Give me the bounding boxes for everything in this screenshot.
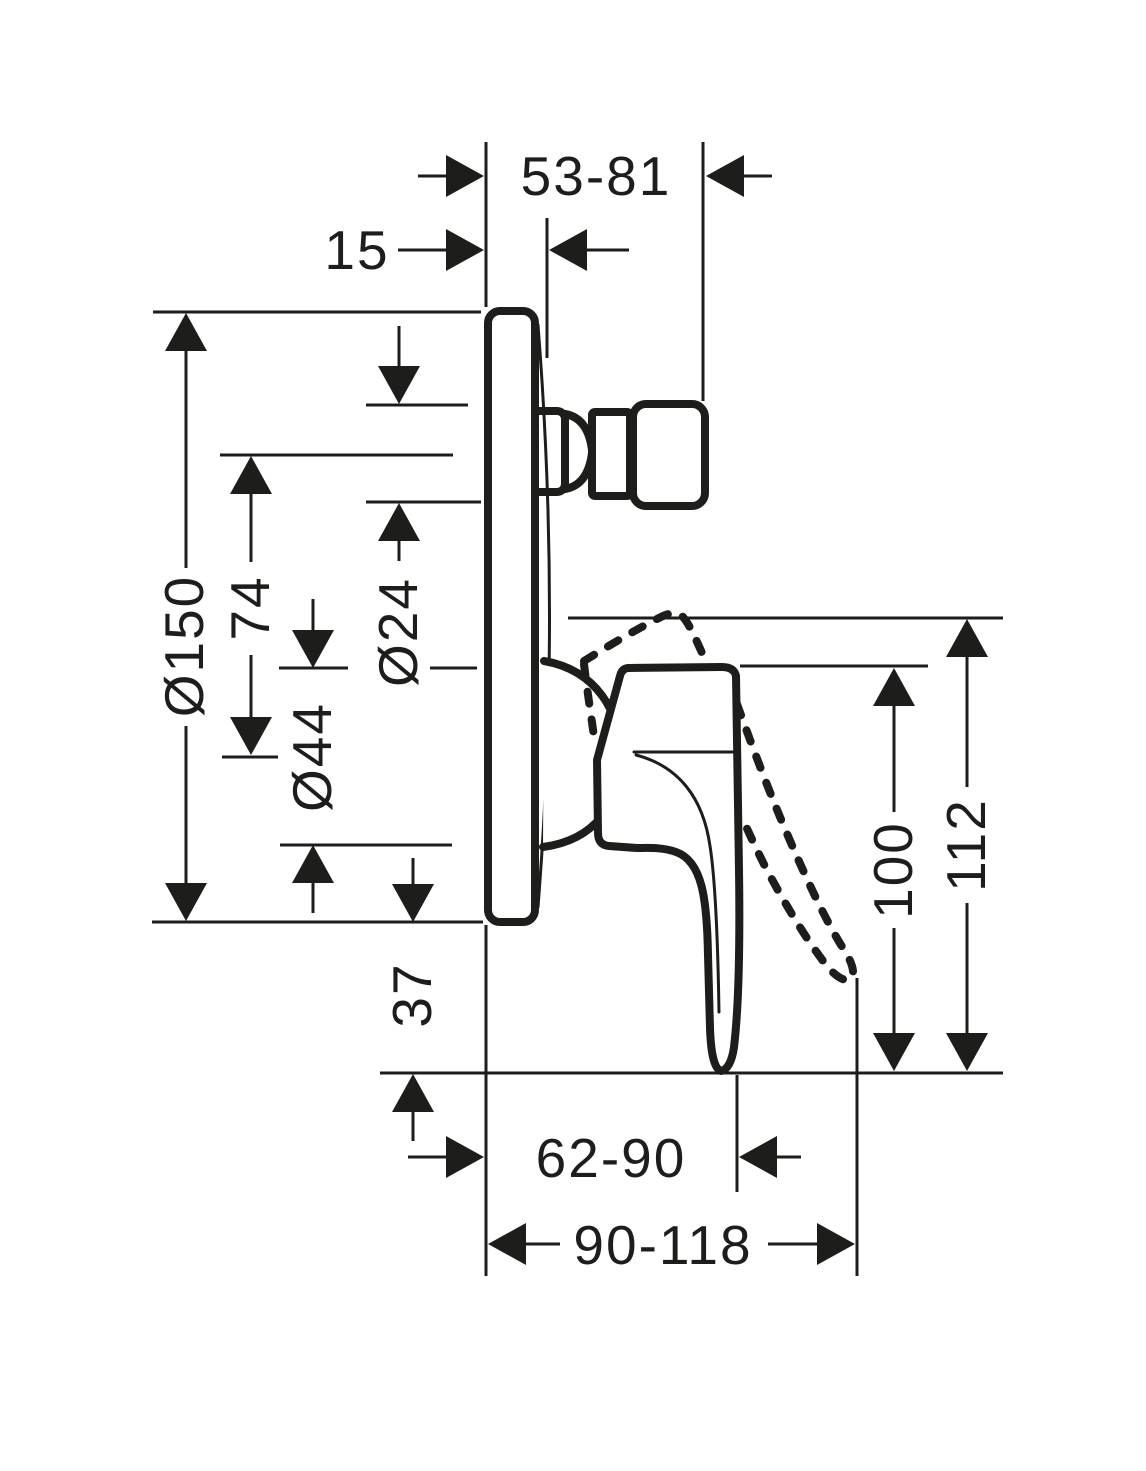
- arrowhead-left: [706, 155, 744, 197]
- dimension-15: 15: [324, 219, 629, 281]
- arrowhead-up: [165, 313, 207, 351]
- arrowhead-up: [392, 1074, 434, 1112]
- dimension-100: 100: [862, 668, 924, 1071]
- dim-label-74: 74: [219, 575, 281, 640]
- arrowhead-right: [446, 1136, 484, 1178]
- arrowhead-up: [873, 668, 915, 706]
- mixer-body: [484, 307, 857, 1075]
- arrowhead-left: [488, 1223, 526, 1265]
- dimension-53-81: 53-81: [418, 145, 772, 207]
- dim-label-53-81: 53-81: [521, 145, 672, 207]
- knob-neck: [561, 410, 596, 493]
- arrowhead-down: [230, 717, 272, 755]
- arrowhead-down: [392, 884, 434, 922]
- dimension-150: Ø150: [153, 313, 215, 921]
- handle-spout-curve: [634, 753, 721, 1014]
- arrowhead-down: [378, 366, 420, 404]
- dim-label-150: Ø150: [153, 575, 215, 718]
- dimension-37: 37: [381, 858, 443, 1141]
- handle-open-lever: [733, 700, 857, 985]
- arrowhead-right: [446, 229, 484, 271]
- dim-label-90-118: 90-118: [573, 1214, 752, 1276]
- extension-lines: [152, 142, 1003, 1276]
- dimension-90-118: 90-118: [488, 1214, 855, 1276]
- handle-open-left-edge: [580, 660, 599, 748]
- dimension-62-90: 62-90: [408, 1127, 801, 1189]
- knob-stem: [588, 408, 634, 500]
- dimension-44: Ø44: [281, 599, 343, 913]
- arrowhead-up: [292, 845, 334, 883]
- handle-open-top-edge: [580, 609, 713, 670]
- dim-label-100: 100: [862, 821, 924, 919]
- handle-open-dashed: [580, 609, 857, 985]
- arrowhead-left: [739, 1136, 777, 1178]
- dimension-24: Ø24: [367, 326, 429, 687]
- dimension-112: 112: [935, 619, 997, 1071]
- dim-label-62-90: 62-90: [536, 1127, 687, 1189]
- arrowhead-up: [946, 619, 988, 657]
- arrowhead-down: [946, 1033, 988, 1071]
- dim-label-15: 15: [324, 219, 389, 281]
- arrowhead-down: [292, 630, 334, 668]
- plate: [484, 307, 539, 926]
- arrowhead-right: [446, 155, 484, 197]
- arrowhead-up: [378, 503, 420, 541]
- dimension-74: 74: [219, 456, 281, 755]
- arrowhead-down: [873, 1033, 915, 1071]
- handle-closed: [593, 663, 744, 1075]
- dim-label-24: Ø24: [367, 577, 429, 687]
- arrowhead-right: [817, 1223, 855, 1265]
- dim-label-112: 112: [935, 798, 997, 892]
- arrowhead-left: [549, 229, 587, 271]
- arrowhead-up: [230, 456, 272, 494]
- dim-label-37: 37: [381, 962, 443, 1027]
- knob-cap: [629, 400, 709, 510]
- arrowhead-down: [165, 883, 207, 921]
- dim-label-44: Ø44: [281, 702, 343, 812]
